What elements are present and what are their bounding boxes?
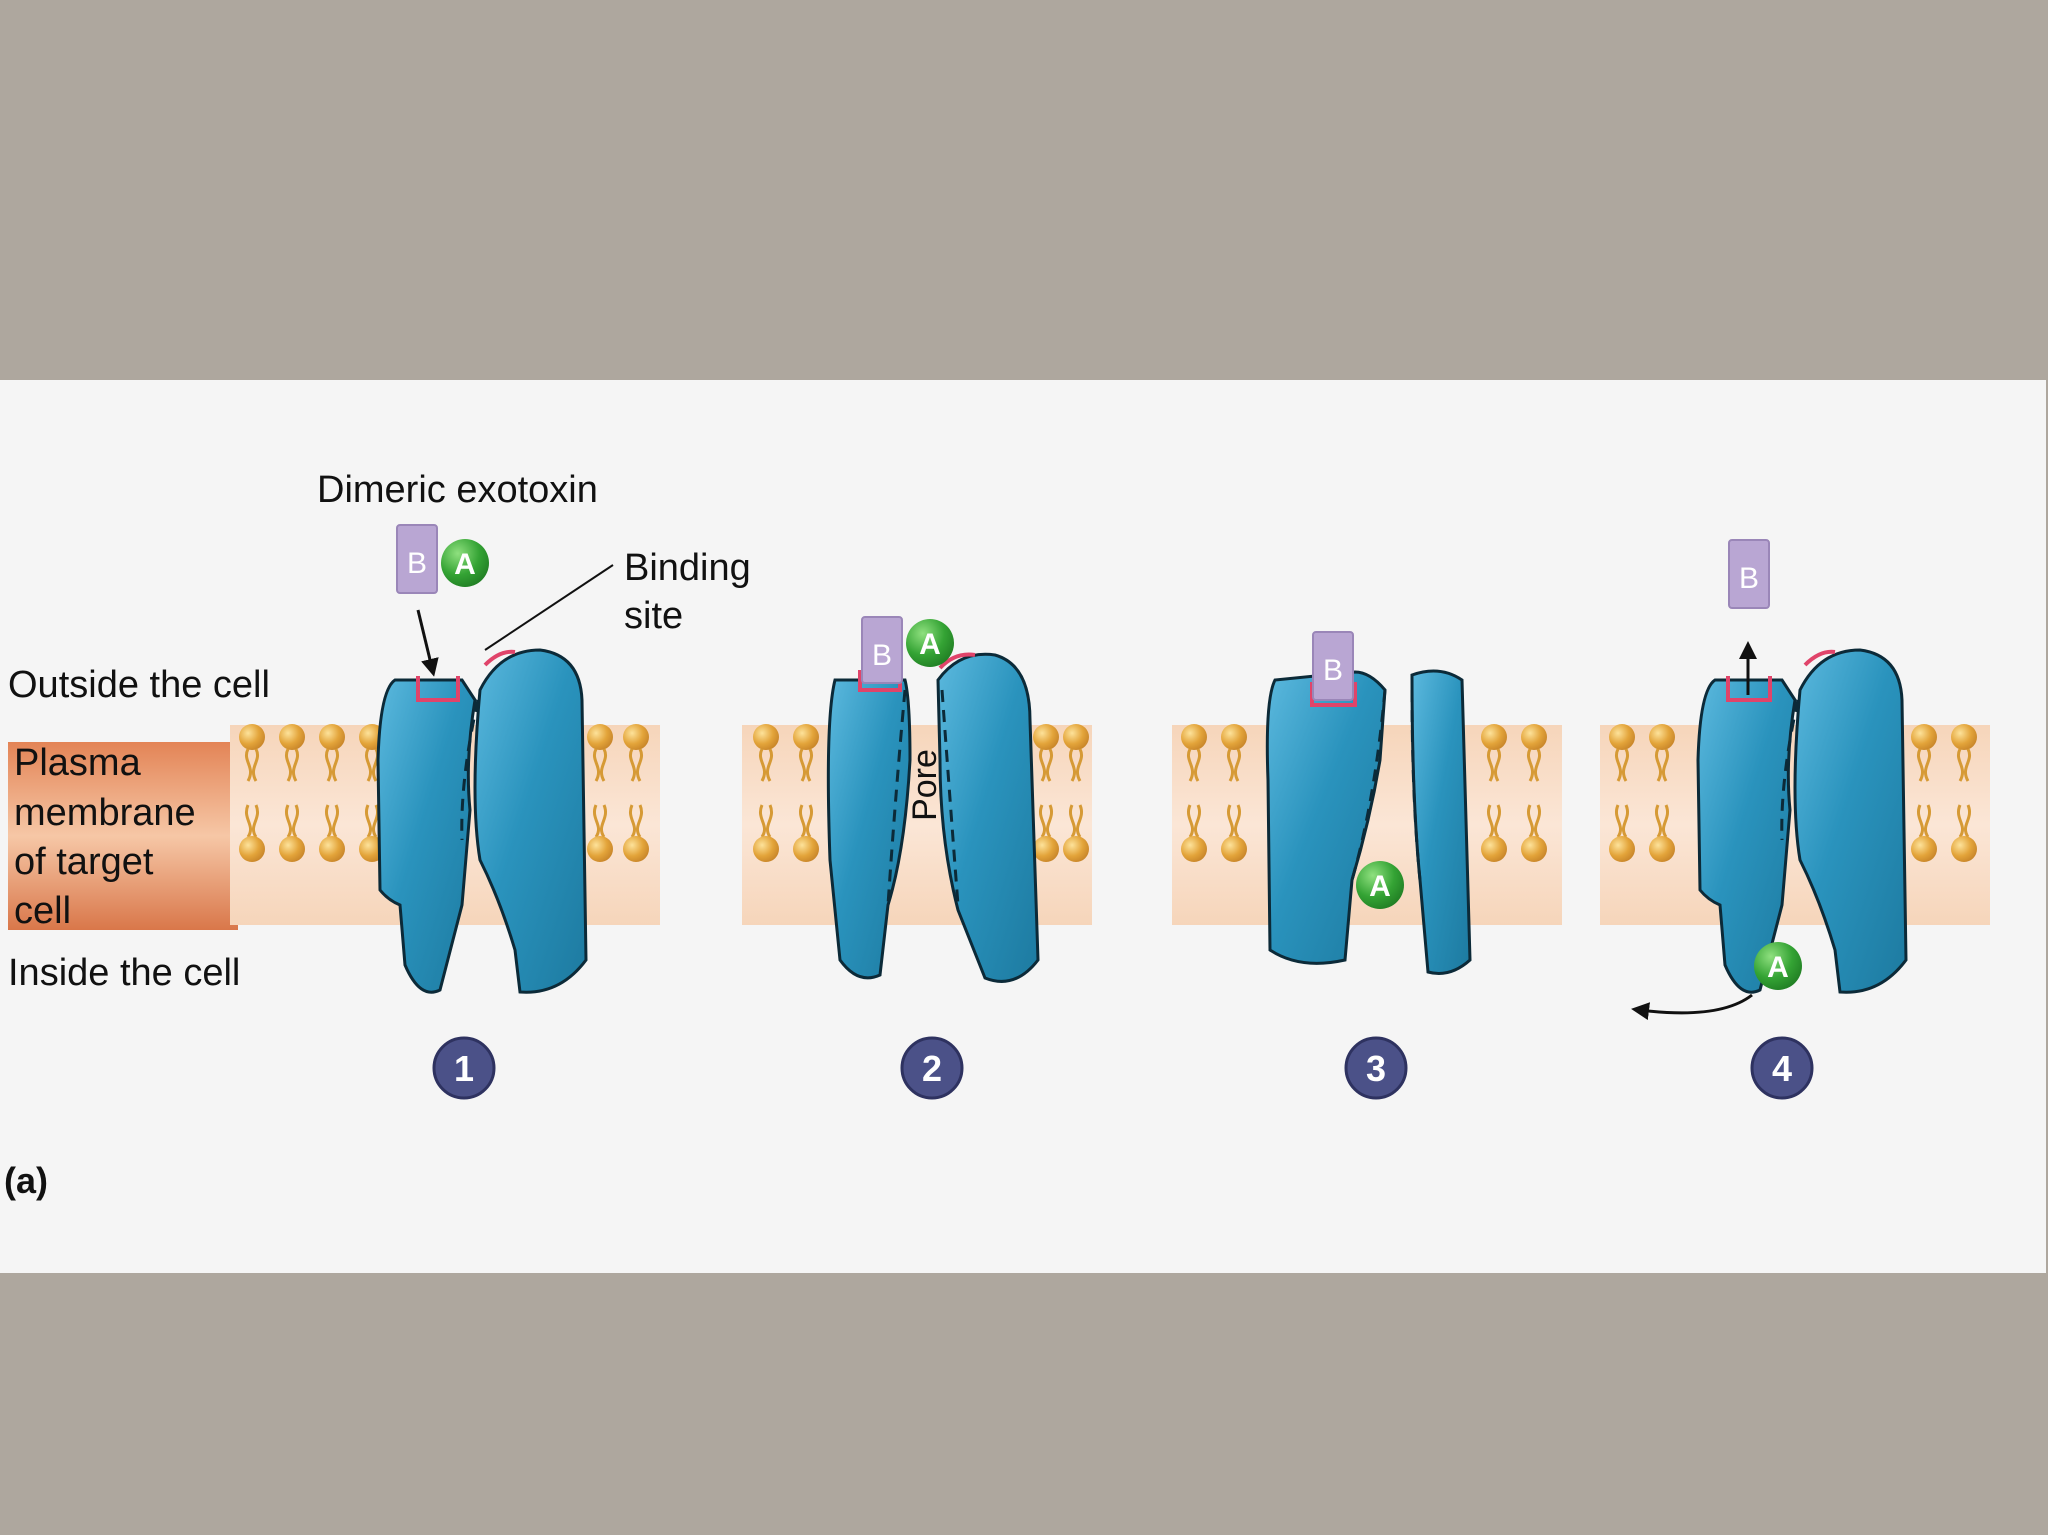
binding-site-label-line1: Binding [624,547,751,589]
step-badge-1: 1 [432,1036,496,1100]
step-badge-3: 3 [1344,1036,1408,1100]
step-4-protein [1696,648,1908,994]
step-1-protein [376,648,588,994]
step-3-protein [1265,669,1472,975]
subunit-b-label: B [872,639,892,672]
step-number: 4 [1772,1048,1792,1089]
outside-cell-label: Outside the cell [8,664,270,706]
step-number: 2 [922,1048,942,1089]
step-4-a-exit-arrow [1631,993,1753,1021]
subunit-a-label: A [1369,870,1391,903]
subunit-b-label: B [1739,562,1759,595]
subunit-b-label: B [407,547,427,580]
pore-label: Pore [906,749,944,821]
step-badge-4: 4 [1750,1036,1814,1100]
subunit-b-label: B [1323,654,1343,687]
dimeric-exotoxin-label: Dimeric exotoxin [317,469,598,511]
membrane-label-line4: cell [14,890,71,932]
step-1-toxin: B A [396,524,489,594]
step-number: 3 [1366,1048,1386,1089]
step-2-protein [826,652,1040,983]
step-2-toxin: B A [861,616,954,684]
binding-site-label-line2: site [624,595,683,637]
subunit-a-label: A [919,628,941,661]
binding-site-leader [484,564,614,651]
step-badge-2: 2 [900,1036,964,1100]
step-number: 1 [454,1048,474,1089]
subunit-a-label: A [454,548,476,581]
step-1-binding-arrow [416,609,439,677]
step-3-toxin: B A [1312,631,1404,909]
panel-label: (a) [4,1160,48,1201]
membrane-label-line2: membrane [14,792,196,834]
membrane-label-line3: of target [14,841,154,883]
membrane-label-band [8,742,238,930]
inside-cell-label: Inside the cell [8,952,240,994]
membrane-label-line1: Plasma [14,742,142,784]
step-4-toxin: B A [1728,539,1802,990]
subunit-a-label: A [1767,951,1789,984]
